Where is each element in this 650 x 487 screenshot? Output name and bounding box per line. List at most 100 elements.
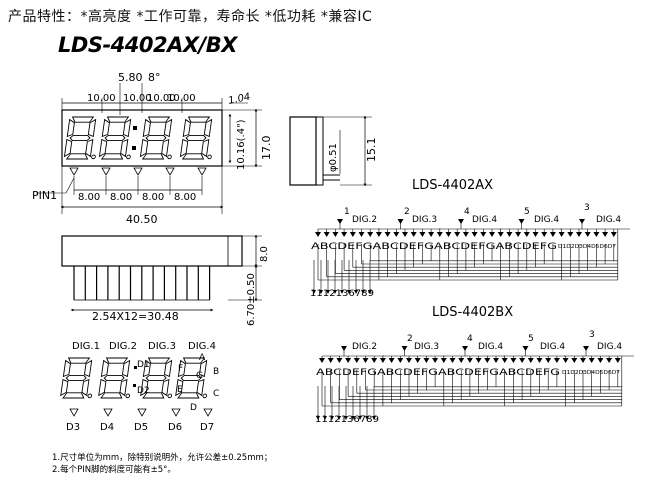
ax-digit-3: DIG.4 bbox=[472, 215, 497, 225]
diode bbox=[388, 358, 395, 363]
diode bbox=[414, 358, 421, 363]
segment-d bbox=[177, 392, 200, 399]
digit-label-3: DIG.3 bbox=[148, 341, 176, 352]
segment-a bbox=[67, 357, 91, 364]
view-digit-3 bbox=[140, 357, 173, 399]
segment-c bbox=[161, 378, 170, 397]
bottom-pins bbox=[73, 266, 211, 300]
ax-top-num-3: 4 bbox=[464, 207, 470, 217]
diode bbox=[610, 232, 617, 237]
segment-g bbox=[145, 374, 167, 382]
output-pin-arrow bbox=[351, 416, 355, 420]
common-pin-arrow bbox=[337, 219, 343, 224]
bx-digit-3: DIG.4 bbox=[478, 342, 503, 352]
notes: 1.尺寸单位为mm，除特别说明外，允许公差±0.25mm； 2.每个PIN脚的斜… bbox=[52, 452, 272, 475]
circuit-bx bbox=[316, 346, 634, 420]
bx-top-num-3: 5 bbox=[528, 334, 534, 344]
segment-f bbox=[101, 118, 110, 138]
pin-spacing-1: 8.00 bbox=[78, 192, 100, 203]
note-2: 2.每个PIN脚的斜度可能有±5°。 bbox=[52, 464, 176, 475]
diode bbox=[532, 232, 539, 237]
ax-top-num-4: 5 bbox=[524, 207, 530, 217]
output-pin-arrow bbox=[361, 290, 365, 294]
circuit-bx-labels: LDS-4402BX 2 4 5 3 DIG.2 DIG.3 DIG.4 DIG… bbox=[315, 305, 622, 425]
segment-b bbox=[164, 359, 173, 378]
common-pin-arrow bbox=[522, 346, 529, 351]
segment-d bbox=[100, 392, 123, 399]
colon-label-d1: D1 bbox=[137, 360, 150, 370]
diode bbox=[519, 358, 526, 363]
seg-label-c: C bbox=[213, 389, 219, 399]
segment-c bbox=[161, 138, 170, 158]
view-digit-2 bbox=[98, 357, 131, 399]
pin-marker-1 bbox=[69, 408, 79, 417]
circuit-ax bbox=[312, 219, 630, 294]
height-label: 17.0 bbox=[260, 136, 273, 161]
diode bbox=[497, 232, 504, 237]
front-digit-3 bbox=[139, 116, 173, 160]
side-view-labels: φ0.51 15.1 bbox=[328, 138, 378, 173]
colon-dot-bottom bbox=[132, 146, 136, 150]
ax-bottom-nums: 1112136789 bbox=[310, 289, 374, 299]
diode bbox=[449, 358, 456, 363]
diode bbox=[562, 358, 569, 363]
front-digit-1 bbox=[63, 116, 97, 160]
segment-d bbox=[141, 153, 165, 160]
diode bbox=[379, 358, 386, 363]
colon-dot-bottom bbox=[133, 384, 136, 387]
seg-label-b: B bbox=[213, 367, 219, 377]
diode bbox=[501, 358, 508, 363]
circuit-ax-labels: LDS-4402AX 1 2 4 5 3 DIG.2 DIG.3 DIG.4 D… bbox=[310, 178, 621, 299]
seg-label-d: D bbox=[190, 403, 197, 413]
diode bbox=[393, 232, 400, 237]
diode bbox=[445, 232, 452, 237]
diode bbox=[362, 358, 369, 363]
bottom-view-labels: 2.54X12=30.48 8.0 6.70±0.50 bbox=[92, 246, 270, 326]
diode bbox=[541, 232, 548, 237]
top-dim-2: 10.00 bbox=[123, 93, 152, 104]
segment-g bbox=[103, 374, 125, 382]
diode bbox=[584, 232, 591, 237]
diode bbox=[489, 232, 495, 237]
output-pin-arrow bbox=[372, 416, 376, 420]
view-digit-4 bbox=[175, 357, 208, 399]
pin-spacing-4: 8.00 bbox=[174, 192, 196, 203]
segment-e bbox=[140, 378, 149, 397]
ax-digit-5: DIG.4 bbox=[596, 215, 621, 225]
diode bbox=[567, 232, 574, 237]
body-height-label: 8.0 bbox=[259, 246, 270, 262]
output-pin-arrow bbox=[330, 416, 334, 420]
segment-b bbox=[203, 118, 213, 138]
model-title: LDS-4402AX/BX bbox=[58, 33, 237, 57]
segment-f bbox=[142, 118, 151, 138]
diode bbox=[353, 358, 360, 363]
pin-marker-5 bbox=[203, 408, 213, 417]
output-pin-arrow bbox=[316, 416, 320, 420]
diode bbox=[614, 358, 621, 363]
pin-label-d7: D7 bbox=[200, 422, 214, 433]
output-pin-arrow bbox=[312, 290, 316, 294]
digit-view bbox=[60, 357, 213, 417]
segment-g bbox=[69, 134, 91, 142]
diode bbox=[375, 232, 382, 237]
diode bbox=[410, 232, 417, 237]
diode bbox=[341, 232, 348, 237]
pin-spacing-3: 8.00 bbox=[142, 192, 164, 203]
segment-c bbox=[201, 138, 210, 158]
seg-label-a: A bbox=[199, 353, 206, 363]
common-pin-arrow bbox=[401, 346, 408, 351]
common-pin-arrow bbox=[462, 346, 468, 351]
segment-g bbox=[65, 374, 87, 382]
digit-view-labels: DIG.1 DIG.2 DIG.3 DIG.4 A B C D E F G D1… bbox=[66, 341, 219, 433]
front-digit-2 bbox=[98, 116, 132, 160]
decimal-point bbox=[167, 393, 173, 399]
seg-label-g: G bbox=[196, 371, 203, 381]
diode bbox=[336, 358, 343, 363]
seg-label-f: F bbox=[178, 364, 183, 374]
segment-b bbox=[199, 359, 208, 378]
segment-c bbox=[85, 138, 94, 158]
diode bbox=[493, 358, 499, 363]
diode bbox=[506, 232, 513, 237]
segment-f bbox=[100, 359, 109, 378]
diode bbox=[332, 232, 339, 237]
